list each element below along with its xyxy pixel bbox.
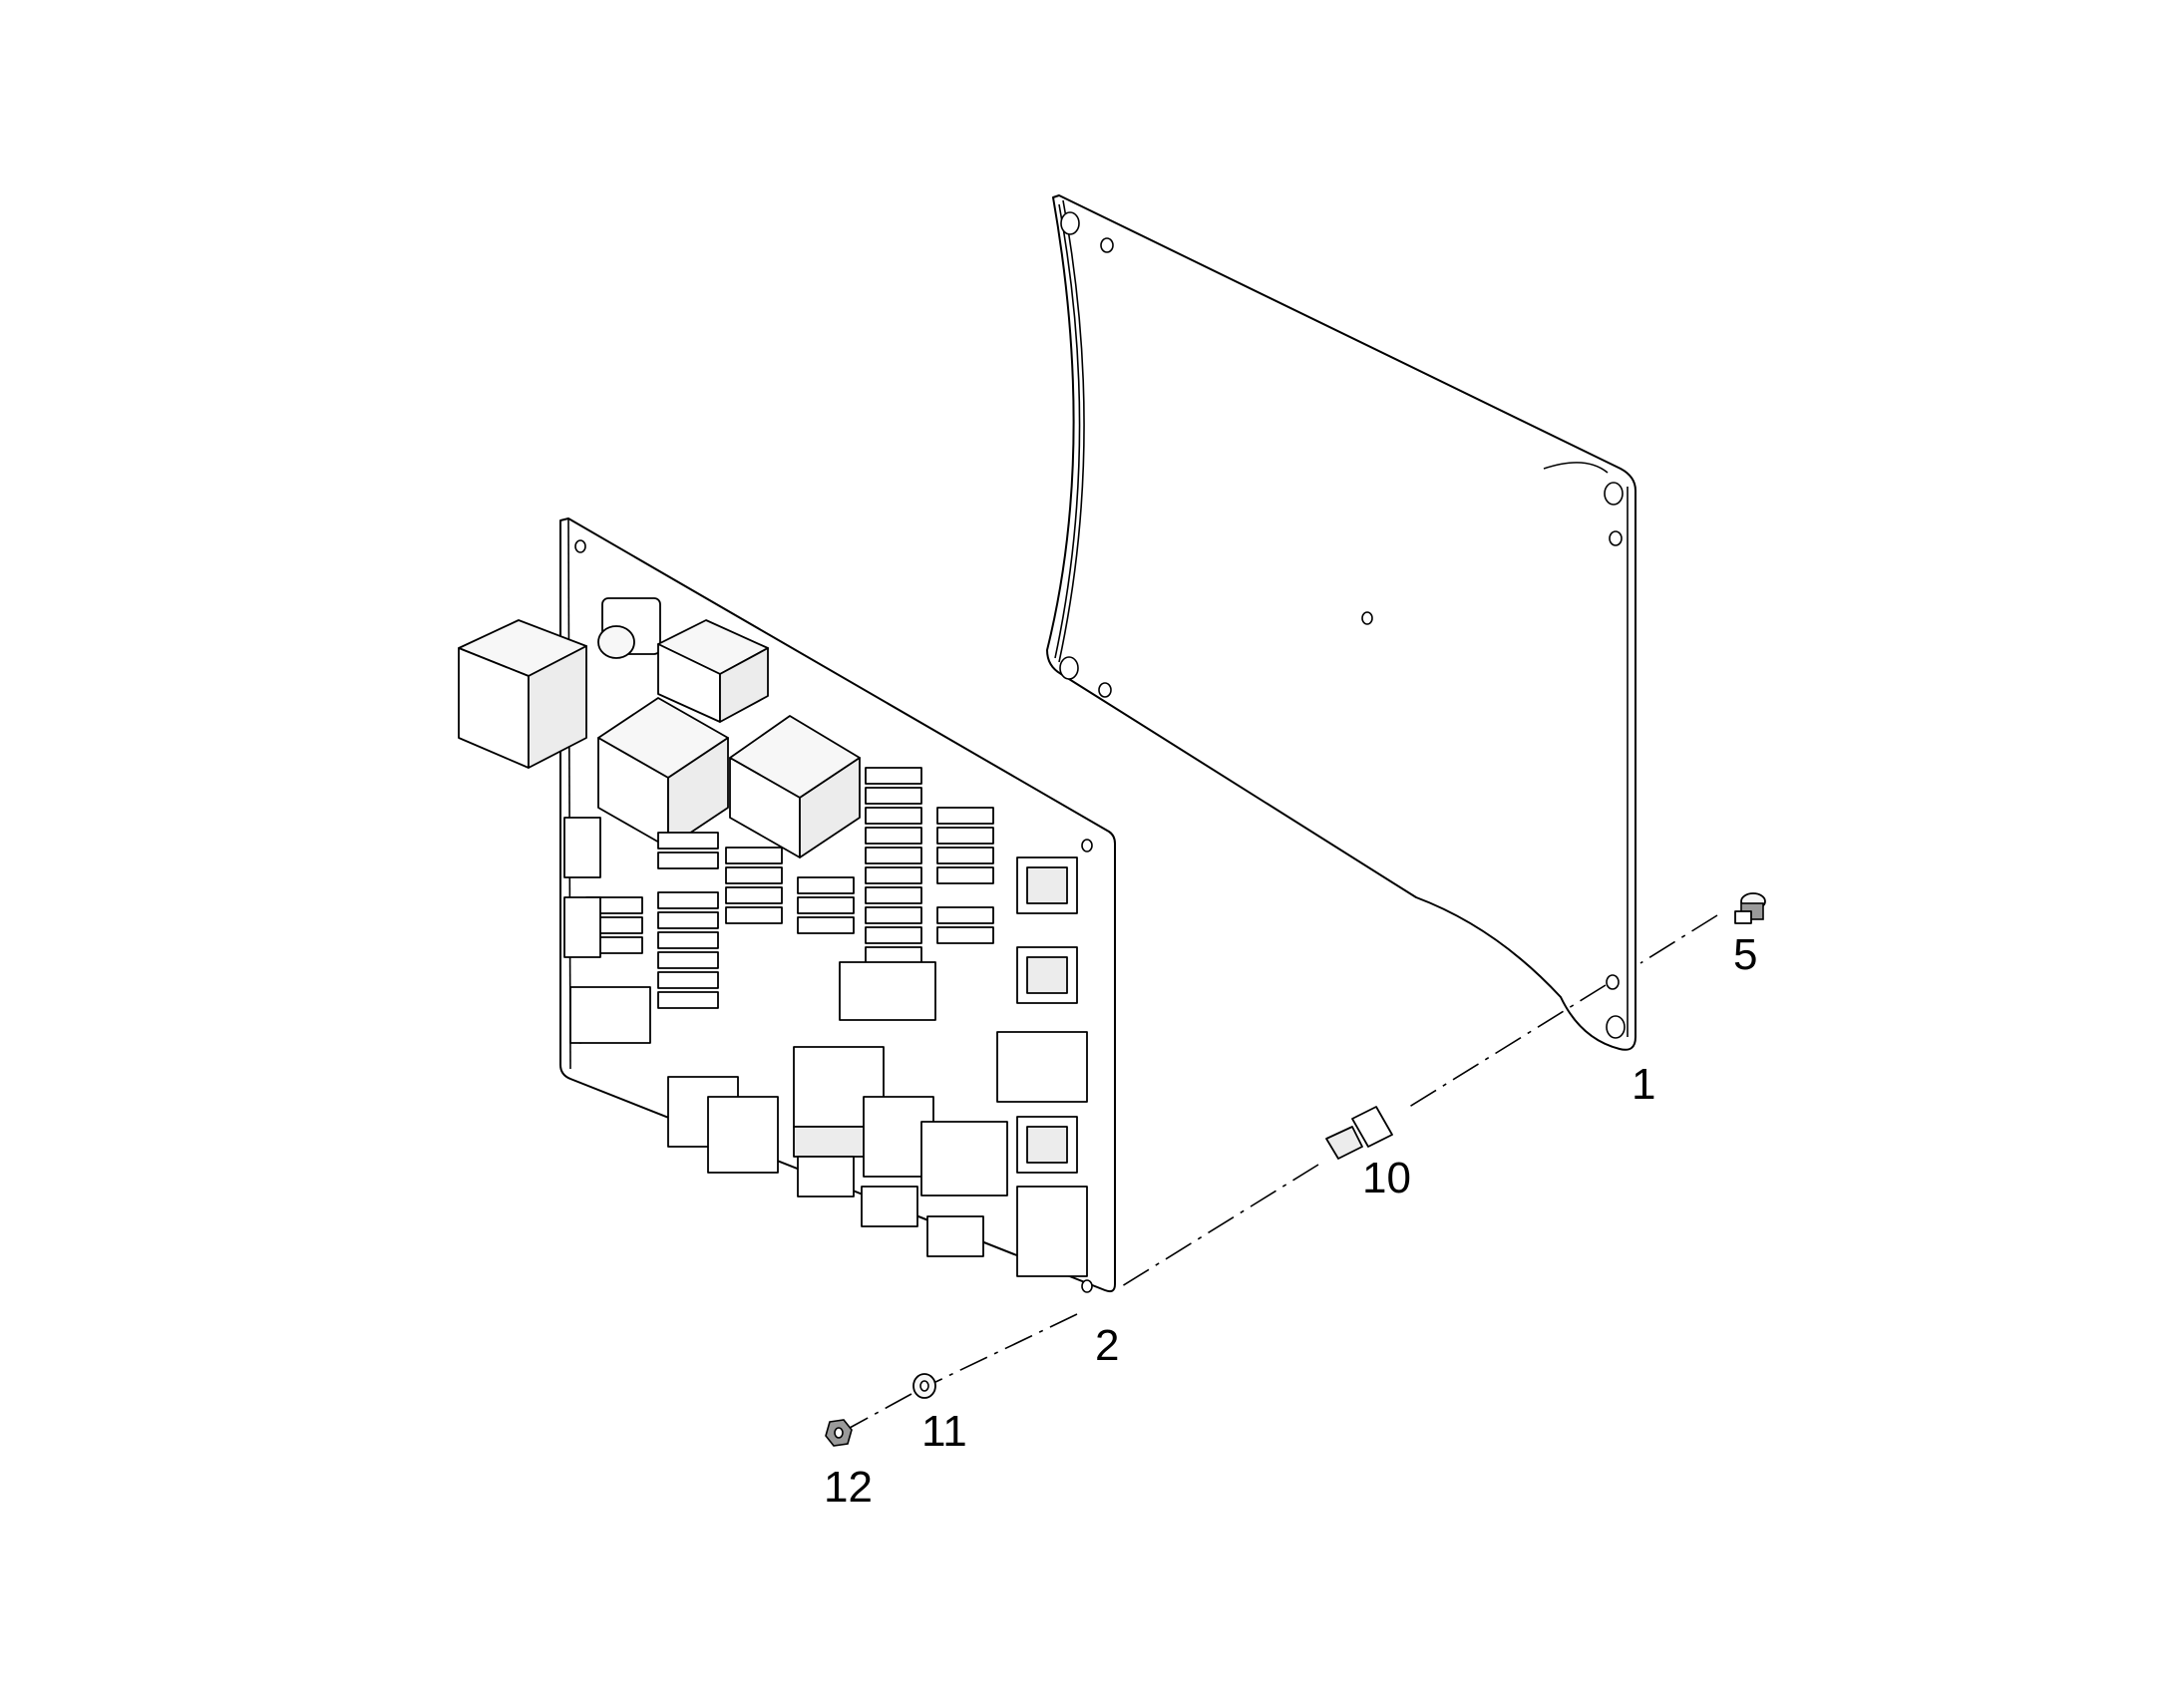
screw — [1734, 892, 1766, 924]
relay-block — [657, 619, 769, 723]
connector — [996, 856, 1088, 1277]
nut — [825, 1419, 853, 1447]
relay-block — [458, 619, 587, 769]
callout-11: 11 — [921, 1407, 967, 1456]
capacitor — [597, 597, 661, 659]
callout-12: 12 — [824, 1463, 873, 1512]
callout-1: 1 — [1632, 1060, 1655, 1109]
callout-5: 5 — [1733, 930, 1757, 979]
relay-block — [729, 715, 861, 858]
circuit-board — [458, 517, 1116, 1293]
washer — [912, 1373, 936, 1399]
mounting-plate — [1046, 194, 1636, 1051]
relay-block — [597, 697, 729, 849]
connector — [797, 1156, 984, 1257]
fuse-bank — [585, 767, 994, 1009]
relay-block — [667, 961, 1008, 1196]
callout-2: 2 — [1095, 1321, 1119, 1370]
standoff — [1325, 1106, 1393, 1160]
callout-10: 10 — [1362, 1154, 1411, 1202]
connector — [563, 817, 651, 1044]
assembly-axis — [849, 914, 1718, 1429]
